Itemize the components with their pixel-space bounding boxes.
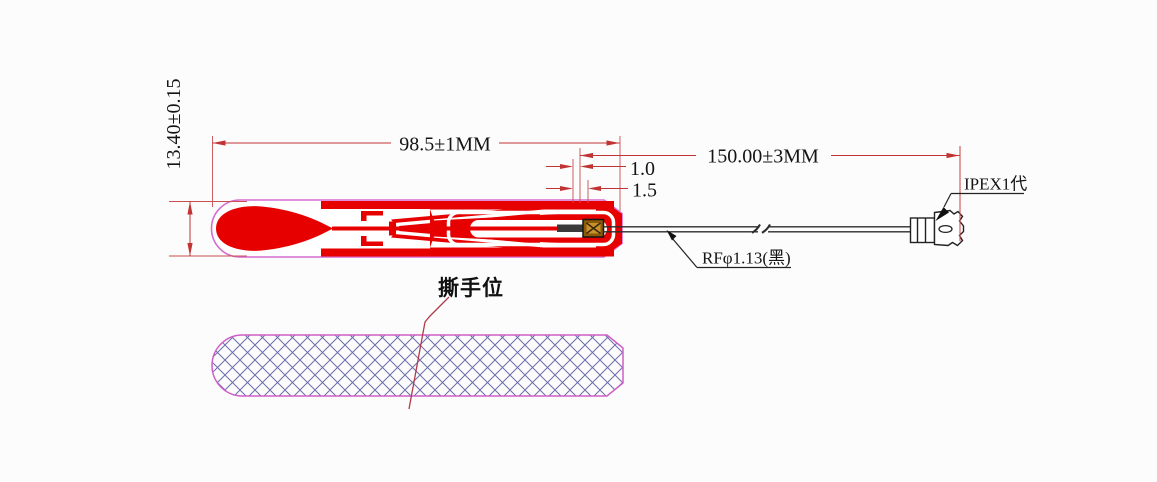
dim-cable-length-text: 150.00±3MM	[707, 146, 819, 168]
teardrop-radiator	[216, 206, 333, 251]
label-tear-position: 撕手位	[408, 276, 504, 410]
label-cable-spec: RFφ1.13(黑)	[666, 230, 791, 269]
dim-offset-a: 1.0	[546, 158, 655, 180]
connector-socket	[938, 224, 953, 234]
dim-cable-length: 150.00±3MM	[580, 146, 960, 168]
dim-offset-b: 1.5	[546, 180, 657, 202]
tear-leader-line	[408, 296, 450, 410]
cable-break-symbol	[751, 223, 771, 234]
label-cable-spec-text: RFφ1.13(黑)	[702, 249, 791, 268]
dim-height-text: 13.40±0.15	[163, 79, 185, 170]
solder-pad-marks	[586, 222, 601, 235]
meander-hooks	[332, 211, 572, 246]
ipex-connector	[909, 209, 965, 247]
dim-height: 13.40±0.15	[163, 79, 193, 256]
label-connector-text: IPEX1代	[964, 175, 1027, 194]
coax-cable	[603, 226, 911, 233]
leader-arrow	[666, 230, 677, 241]
label-tear-position-text: 撕手位	[438, 276, 504, 300]
cable-braid	[557, 224, 584, 232]
feed-line	[332, 226, 572, 231]
dim-antenna-length: 98.5±1MM	[212, 134, 620, 156]
dim-offset-b-text: 1.5	[632, 180, 657, 202]
leader-arrow	[935, 207, 949, 221]
dim-antenna-length-text: 98.5±1MM	[399, 134, 491, 156]
connector-crimp	[909, 217, 936, 244]
dim-offset-a-text: 1.0	[630, 158, 655, 180]
label-connector: IPEX1代	[935, 175, 1027, 221]
